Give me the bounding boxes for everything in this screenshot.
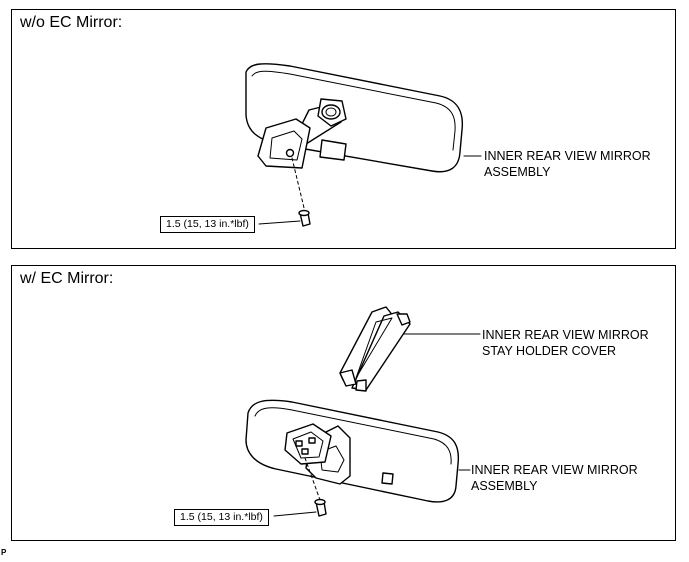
panel-without-ec-mirror: w/o EC Mirror:: [11, 9, 676, 249]
screw-icon: [314, 498, 327, 517]
torque-spec-box: 1.5 (15, 13 in.*lbf): [160, 216, 255, 233]
ec-mirror-assembly-label: INNER REAR VIEW MIRROR ASSEMBLY: [471, 463, 638, 493]
figure-code: P: [1, 548, 7, 557]
stay-holder-cover-drawing: [339, 306, 411, 392]
panel-with-ec-mirror: w/ EC Mirror:: [11, 265, 676, 541]
panel-title: w/ EC Mirror:: [20, 270, 114, 287]
mirror-assembly-drawing: [245, 63, 464, 173]
screw-icon: [298, 209, 311, 227]
mirror-assembly-label: INNER REAR VIEW MIRROR ASSEMBLY: [484, 149, 651, 179]
stay-holder-cover-label: INNER REAR VIEW MIRROR STAY HOLDER COVER: [482, 328, 649, 358]
ec-mirror-assembly-drawing: [245, 399, 460, 503]
panel-title: w/o EC Mirror:: [20, 14, 123, 31]
torque-spec-box: 1.5 (15, 13 in.*lbf): [174, 509, 269, 526]
